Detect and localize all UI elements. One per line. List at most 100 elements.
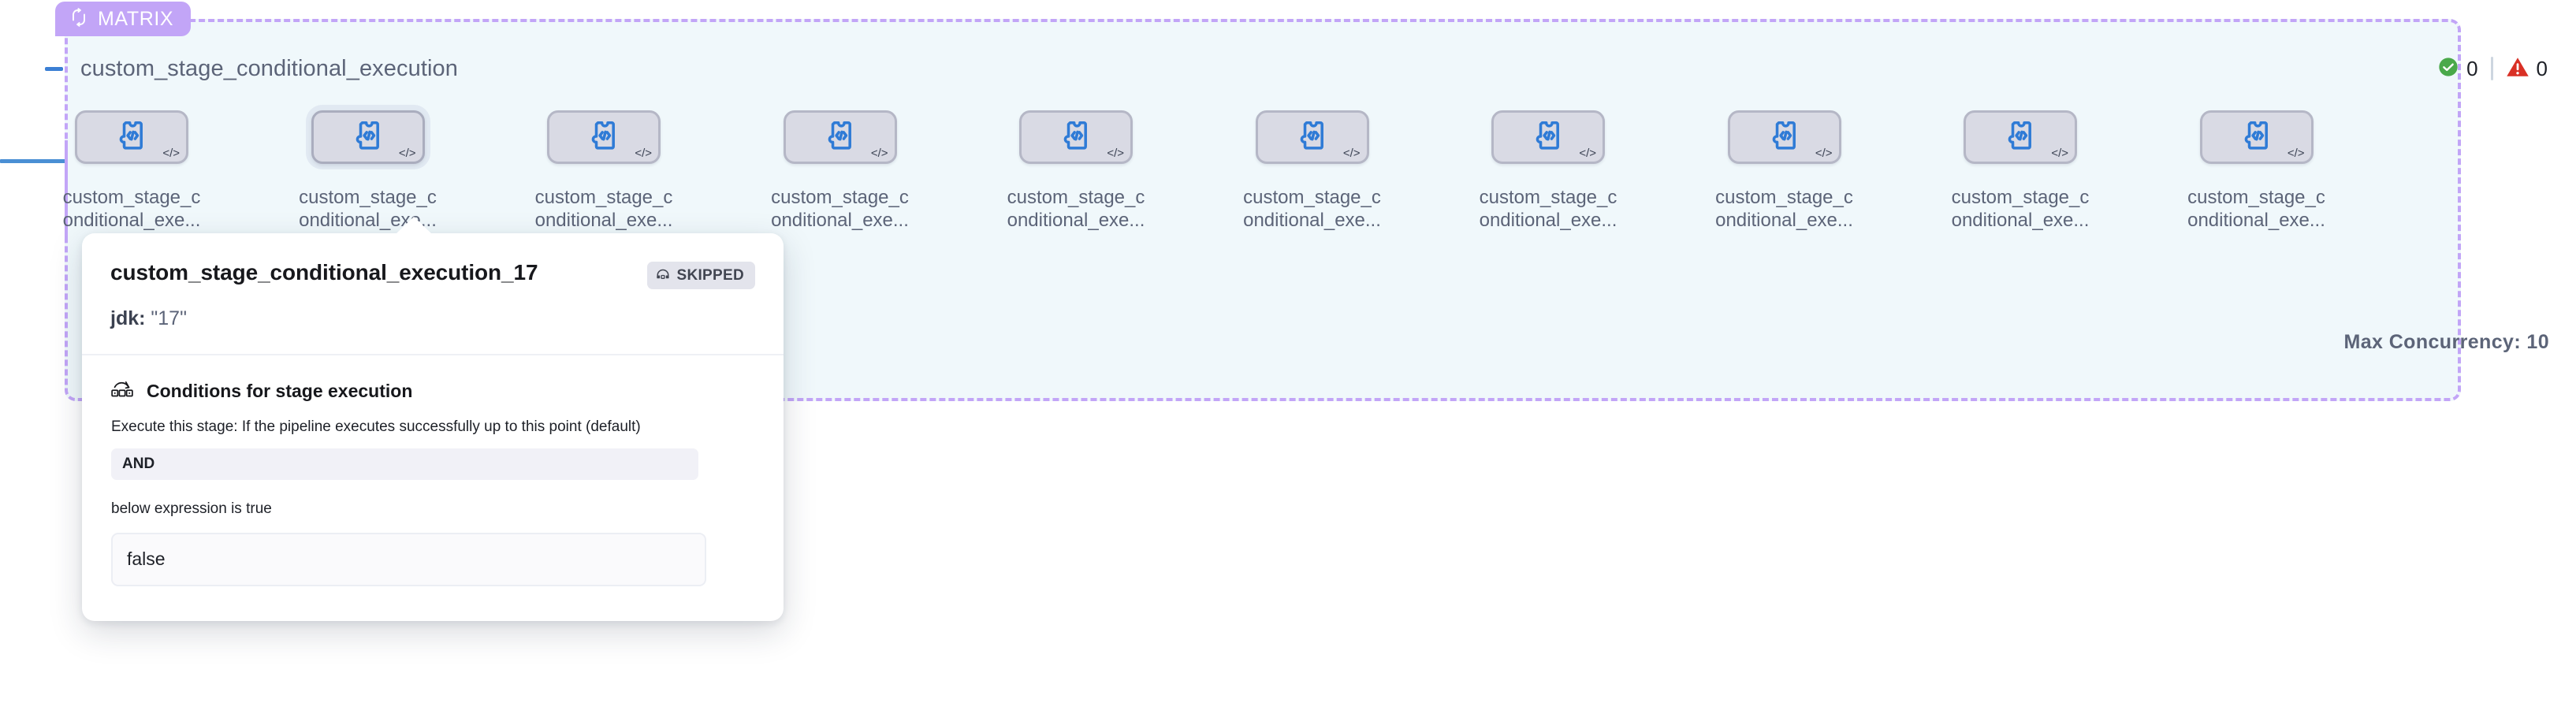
code-puzzle-icon — [2239, 118, 2274, 157]
matrix-node-button[interactable]: </> — [783, 110, 897, 164]
matrix-node-label-line2: onditional_exe... — [1243, 210, 1381, 231]
expression-value: false — [127, 549, 166, 570]
popover-arrow — [396, 217, 432, 234]
status-divider — [2490, 57, 2493, 80]
matrix-node-label-line2: onditional_exe... — [771, 210, 909, 231]
conditions-flow-icon — [110, 379, 134, 403]
code-brackets-icon: </> — [2287, 147, 2305, 160]
matrix-node-label-line2: onditional_exe... — [1007, 210, 1145, 231]
matrix-node-button[interactable]: </> — [547, 110, 661, 164]
code-puzzle-icon — [1531, 118, 1565, 157]
collapse-bar — [44, 66, 63, 71]
stage-details-popover: custom_stage_conditional_execution_17 SK… — [82, 217, 784, 622]
matrix-node-label-line1: custom_stage_c — [1479, 187, 1617, 208]
popover-divider — [82, 354, 784, 355]
popover-body: Conditions for stage execution Execute t… — [82, 355, 784, 621]
warning-status: 0 — [2506, 56, 2548, 82]
status-badge-label: SKIPPED — [676, 267, 744, 284]
matrix-node-label-line2: onditional_exe... — [62, 210, 201, 231]
matrix-node-button[interactable]: </> — [75, 110, 188, 164]
code-puzzle-icon — [823, 118, 858, 157]
matrix-node-button[interactable]: </> — [1964, 110, 2077, 164]
matrix-node-label-line2: onditional_exe... — [1951, 210, 2090, 231]
code-puzzle-icon — [1295, 118, 1330, 157]
matrix-node-label-line1: custom_stage_c — [62, 187, 201, 208]
expression-input[interactable]: false — [111, 533, 706, 587]
matrix-node-button[interactable]: </> — [2199, 110, 2314, 164]
popover-subtitle-value: "17" — [151, 307, 187, 329]
matrix-node-label-line1: custom_stage_c — [1951, 187, 2090, 208]
success-status: 0 — [2437, 56, 2478, 82]
matrix-node-label-line1: custom_stage_c — [299, 187, 437, 208]
matrix-node-button[interactable]: </> — [1019, 110, 1133, 164]
code-brackets-icon: </> — [870, 147, 888, 160]
matrix-node-label-line1: custom_stage_c — [534, 187, 673, 208]
matrix-node-button[interactable]: </> — [311, 110, 425, 164]
code-brackets-icon: </> — [1107, 147, 1124, 160]
matrix-node-button[interactable]: </> — [1491, 110, 1605, 164]
code-puzzle-icon — [586, 118, 621, 157]
matrix-node-label-line1: custom_stage_c — [771, 187, 909, 208]
code-brackets-icon: </> — [398, 147, 416, 160]
matrix-node-label-line2: onditional_exe... — [1715, 210, 1853, 231]
matrix-node-label-line2: onditional_exe... — [1479, 210, 1617, 231]
popover-subtitle: jdk: "17" — [110, 307, 755, 330]
matrix-group-title: custom_stage_conditional_execution — [80, 55, 458, 81]
code-puzzle-icon — [351, 118, 385, 157]
status-cluster: 0 0 — [2437, 56, 2549, 82]
loop-repeat-icon — [69, 7, 88, 31]
success-count: 0 — [2466, 57, 2478, 80]
matrix-node-button[interactable]: </> — [1727, 110, 1841, 164]
code-puzzle-icon — [1767, 118, 1802, 157]
matrix-node-label-line2: onditional_exe... — [534, 210, 673, 231]
code-brackets-icon: </> — [635, 147, 652, 160]
code-brackets-icon: </> — [162, 147, 180, 160]
matrix-node-label-line1: custom_stage_c — [1007, 187, 1145, 208]
matrix-node-label-line2: onditional_exe... — [2187, 210, 2325, 231]
popover-subtitle-key: jdk: — [110, 307, 146, 329]
check-circle-icon — [2437, 56, 2459, 82]
warning-triangle-icon — [2506, 56, 2529, 82]
conditions-description: Execute this stage: If the pipeline exec… — [111, 418, 641, 435]
matrix-group-header: custom_stage_conditional_execution 0 — [41, 52, 2549, 85]
matrix-edge-anchor — [65, 140, 68, 239]
status-badge: SKIPPED — [647, 262, 755, 289]
matrix-node-label-line1: custom_stage_c — [1243, 187, 1381, 208]
code-puzzle-icon — [1059, 118, 1093, 157]
minus-collapse-icon[interactable] — [41, 56, 66, 81]
matrix-node-button[interactable]: </> — [1255, 110, 1369, 164]
expression-label: below expression is true — [111, 500, 272, 518]
incoming-edge-connector — [0, 159, 68, 163]
condition-operator: AND — [122, 455, 155, 472]
matrix-badge[interactable]: MATRIX — [55, 2, 192, 36]
code-puzzle-icon — [114, 118, 149, 157]
popover-title: custom_stage_conditional_execution_17 — [110, 260, 538, 284]
code-puzzle-icon — [2003, 118, 2038, 157]
warning-count: 0 — [2536, 57, 2548, 80]
matrix-node-label-line1: custom_stage_c — [1715, 187, 1853, 208]
code-brackets-icon: </> — [1342, 147, 1361, 160]
code-brackets-icon: </> — [2051, 147, 2068, 160]
condition-operator-bar: AND — [111, 448, 698, 481]
conditions-header: Conditions for stage execution — [110, 379, 755, 403]
matrix-node-label-line1: custom_stage_c — [2187, 187, 2325, 208]
matrix-badge-label: MATRIX — [98, 7, 174, 30]
